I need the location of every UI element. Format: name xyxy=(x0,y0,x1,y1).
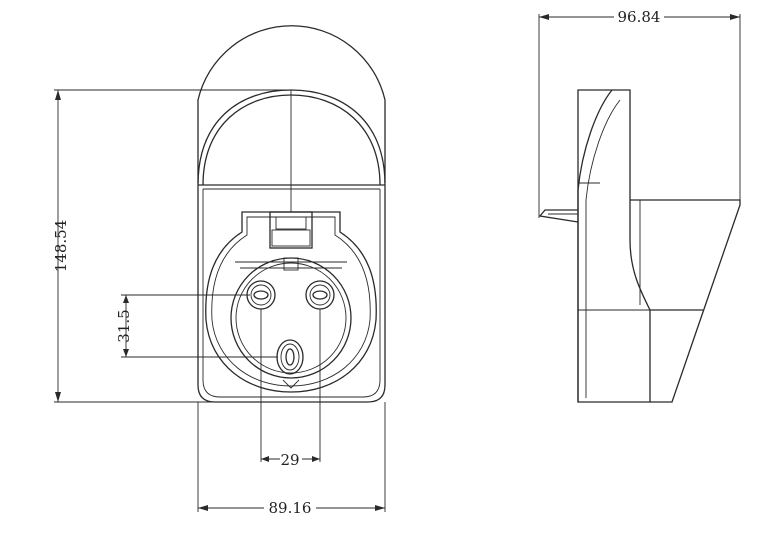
socket-surround-inner xyxy=(211,216,371,387)
back-plate xyxy=(577,89,651,403)
socket-earth-tab xyxy=(283,257,299,271)
socket-notch xyxy=(282,379,300,389)
housing-outline xyxy=(197,25,386,183)
depth-label: 96.84 xyxy=(618,8,661,26)
pin-spacing-vertical-dimension: 31.5 xyxy=(115,294,278,358)
latch-body xyxy=(271,229,311,247)
side-inner-curve xyxy=(585,99,621,398)
socket-face-inner xyxy=(235,262,347,374)
pin-left xyxy=(246,280,276,310)
socket-surround xyxy=(205,211,377,393)
housing-dome xyxy=(197,89,386,186)
height-label: 148.54 xyxy=(52,220,70,273)
width-dimension: 89.16 xyxy=(197,402,386,517)
back-plate-curve xyxy=(577,89,613,402)
pin-spacing-horizontal-label: 29 xyxy=(280,451,299,469)
front-view xyxy=(197,25,386,403)
side-body xyxy=(630,199,741,403)
pin-spacing-horizontal-dimension: 29 xyxy=(260,309,321,469)
pin-bottom xyxy=(276,339,304,375)
side-view xyxy=(538,89,741,403)
socket-face xyxy=(230,257,352,379)
body-outline-inner xyxy=(202,189,381,398)
side-prong xyxy=(538,209,579,223)
depth-dimension: 96.84 xyxy=(538,8,741,218)
body-outline xyxy=(197,185,386,403)
housing-dome-inner xyxy=(202,94,381,186)
pin-spacing-vertical-label: 31.5 xyxy=(115,309,133,342)
latch-top xyxy=(275,216,307,230)
width-label: 89.16 xyxy=(269,499,312,517)
height-dimension: 148.54 xyxy=(52,89,291,403)
pin-right xyxy=(305,280,335,310)
